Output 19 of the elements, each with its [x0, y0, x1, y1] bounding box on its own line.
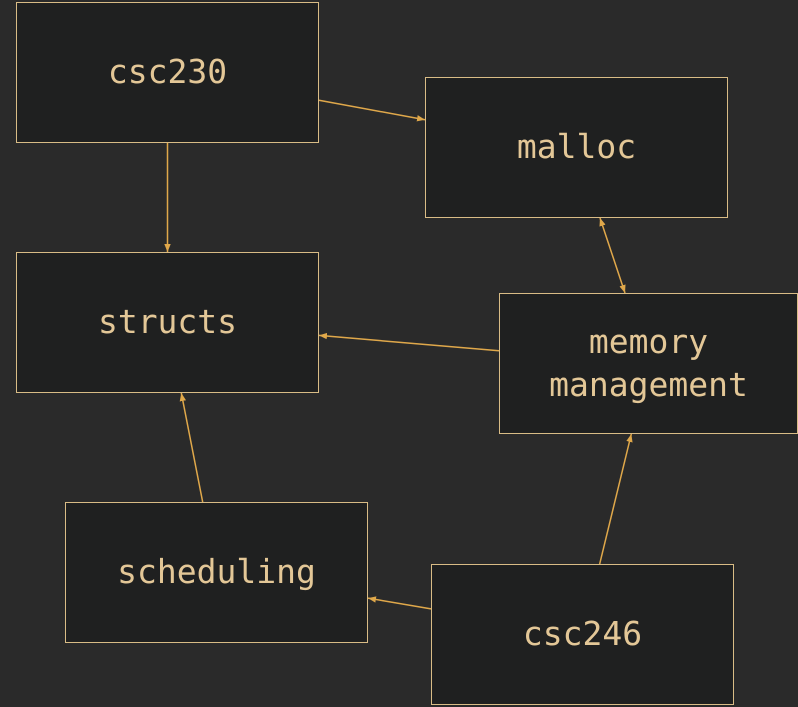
topic-box — [425, 77, 728, 218]
topic-box — [65, 502, 368, 643]
topic-box — [16, 252, 319, 393]
arrow — [164, 143, 171, 252]
topic-label: csc230 — [108, 51, 228, 94]
arrow — [180, 392, 204, 502]
arrow — [598, 434, 633, 564]
topic-box — [499, 293, 798, 434]
topic-label: scheduling — [117, 551, 316, 594]
topic-label: malloc — [516, 126, 636, 168]
arrow — [368, 596, 432, 610]
topic-label: csc246 — [522, 613, 642, 656]
topic-box — [431, 564, 734, 705]
arrow — [318, 332, 500, 352]
arrow — [599, 218, 626, 294]
topic-label: structs — [98, 301, 238, 344]
topic-box — [16, 2, 319, 143]
topic-label: memory management — [548, 320, 749, 406]
arrow — [318, 100, 426, 122]
